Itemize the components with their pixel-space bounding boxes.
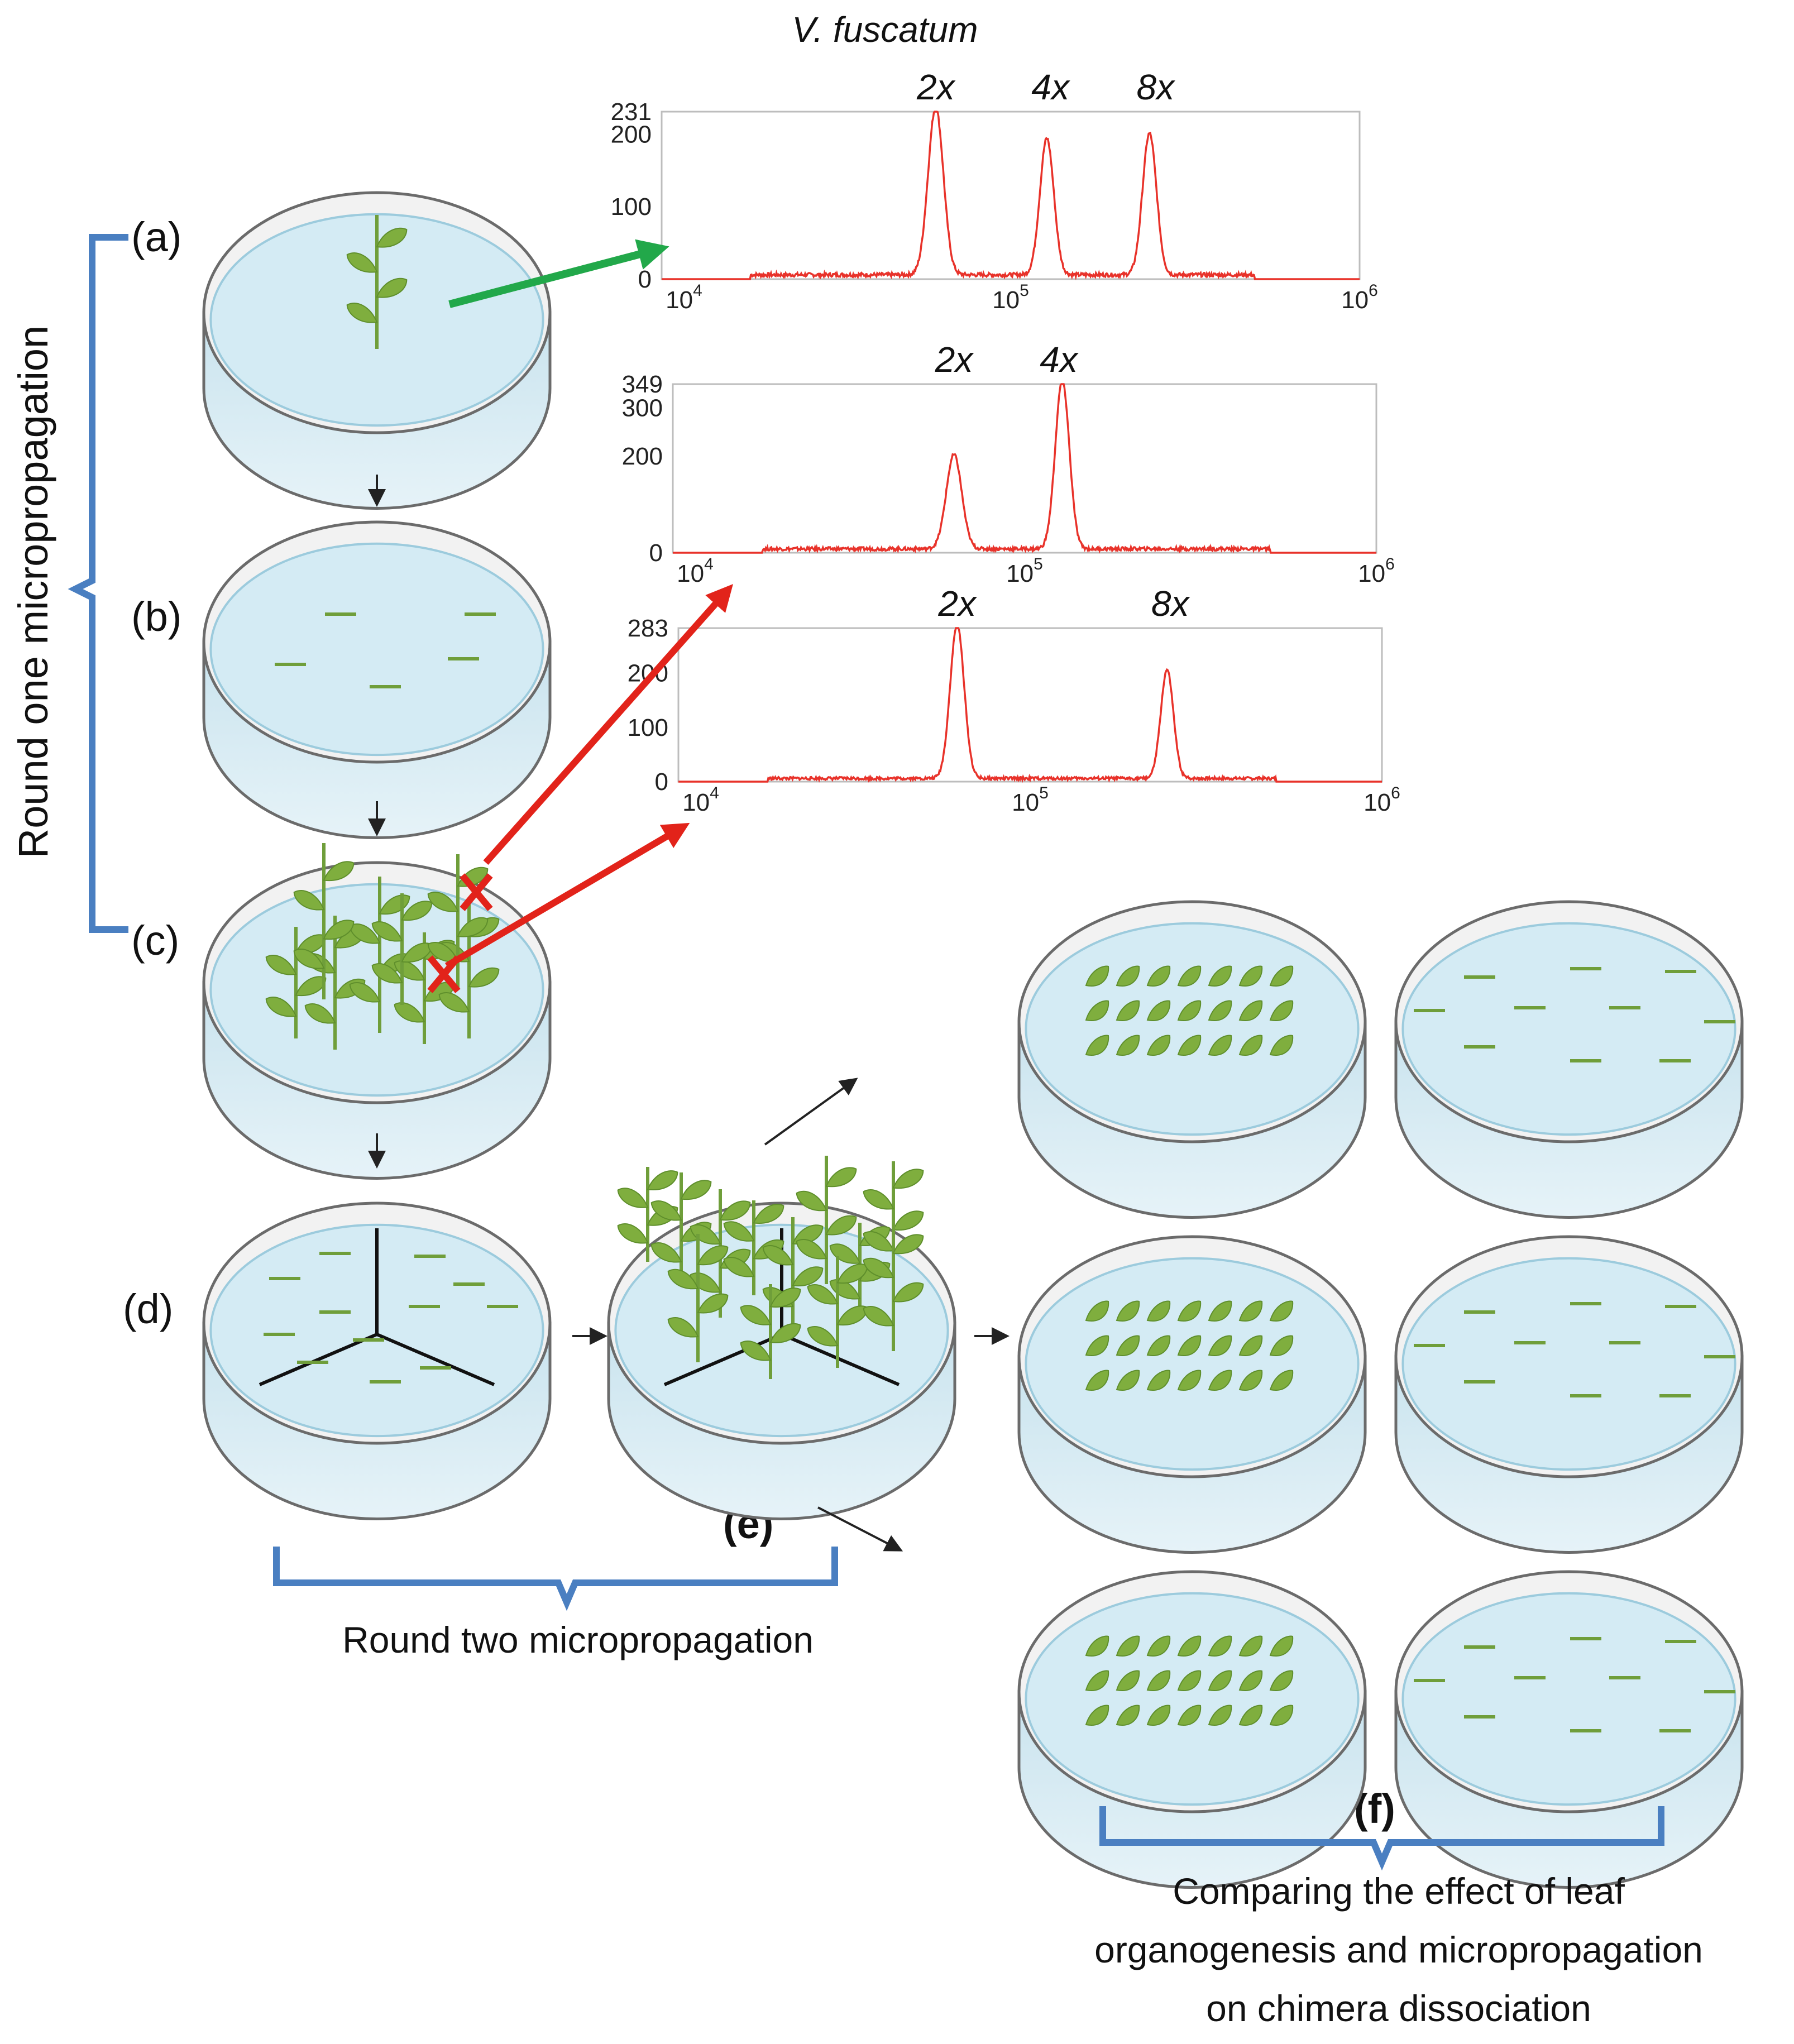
y-tick-label: 300	[622, 394, 663, 422]
round-two-label: Round two micropropagation	[342, 1619, 814, 1660]
x-tick-label: 105	[1012, 784, 1049, 816]
petri-dish-f-leaf-row1	[1017, 900, 1367, 1219]
green-arrow-a-to-histogram	[448, 239, 669, 308]
peak-label: 4x	[1031, 67, 1070, 107]
peak-label: 2x	[916, 67, 956, 107]
y-tick-label: 231	[611, 98, 652, 126]
histogram-trace	[673, 383, 1376, 554]
round-two-bracket	[273, 1547, 838, 1611]
x-tick-label: 105	[1006, 555, 1043, 587]
y-tick-label: 0	[638, 266, 652, 293]
step-label-b: (b)	[131, 593, 181, 640]
excised-shoot-mark-1	[460, 873, 493, 911]
arrow-e-to-f-top	[764, 1078, 858, 1146]
petri-dish-b	[202, 520, 552, 839]
excised-shoot-mark-2	[427, 955, 461, 993]
chart-title: V. fuscatum	[792, 9, 978, 50]
peak-label: 8x	[1151, 583, 1190, 624]
peak-label: 2x	[935, 339, 974, 380]
histogram-trace	[678, 627, 1382, 783]
step-label-d: (d)	[123, 1286, 173, 1332]
x-tick-label: 104	[666, 281, 702, 314]
petri-dish-a	[202, 191, 552, 510]
peak-label: 2x	[937, 583, 977, 624]
petri-dish-e	[607, 1156, 956, 1520]
histogram-frame	[677, 627, 1383, 783]
step-label-a: (a)	[131, 214, 181, 260]
y-tick-label: 200	[622, 443, 663, 470]
petri-dish-f-segment-row2	[1394, 1235, 1744, 1554]
y-tick-label: 283	[628, 615, 668, 642]
histogram-frame	[672, 383, 1377, 554]
comparison-label-line-3: on chimera dissociation	[1206, 1988, 1591, 2029]
round-one-label: Round one micropropagation	[10, 325, 56, 858]
petri-dishes	[202, 191, 1744, 1889]
step-label-c: (c)	[131, 917, 179, 964]
comparison-label-line-1: Comparing the effect of leaf	[1173, 1870, 1625, 1912]
histogram-frame	[661, 111, 1361, 280]
comparison-bracket	[1099, 1806, 1664, 1871]
comparison-label-line-2: organogenesis and micropropagation	[1094, 1929, 1703, 1970]
x-tick-label: 105	[992, 281, 1029, 314]
y-tick-label: 100	[611, 193, 652, 221]
red-arrow-to-histogram-3	[444, 822, 690, 969]
x-tick-label: 106	[1358, 555, 1395, 587]
petri-dish-c	[202, 843, 552, 1180]
x-tick-label: 106	[1364, 784, 1400, 816]
y-tick-label: 349	[622, 371, 663, 398]
arrow-e-to-f-bottom	[817, 1506, 903, 1552]
peak-label: 8x	[1137, 67, 1176, 107]
x-tick-label: 104	[682, 784, 719, 816]
petri-dish-f-leaf-row3	[1017, 1570, 1367, 1889]
round-one-bracket	[68, 234, 128, 933]
red-arrow-to-histogram-2	[483, 584, 733, 865]
y-tick-label: 0	[655, 768, 668, 796]
petri-dish-d	[202, 1201, 552, 1520]
peak-label: 4x	[1040, 339, 1079, 380]
x-tick-label: 104	[677, 555, 714, 587]
y-tick-label: 100	[628, 714, 668, 741]
petri-dish-f-leaf-row2	[1017, 1235, 1367, 1554]
histogram-trace	[662, 111, 1360, 281]
x-tick-label: 106	[1341, 281, 1378, 314]
y-tick-label: 0	[649, 539, 663, 567]
petri-dish-f-segment-row3	[1394, 1570, 1744, 1889]
petri-dish-f-segment-row1	[1394, 900, 1744, 1219]
y-tick-label: 200	[611, 121, 652, 148]
